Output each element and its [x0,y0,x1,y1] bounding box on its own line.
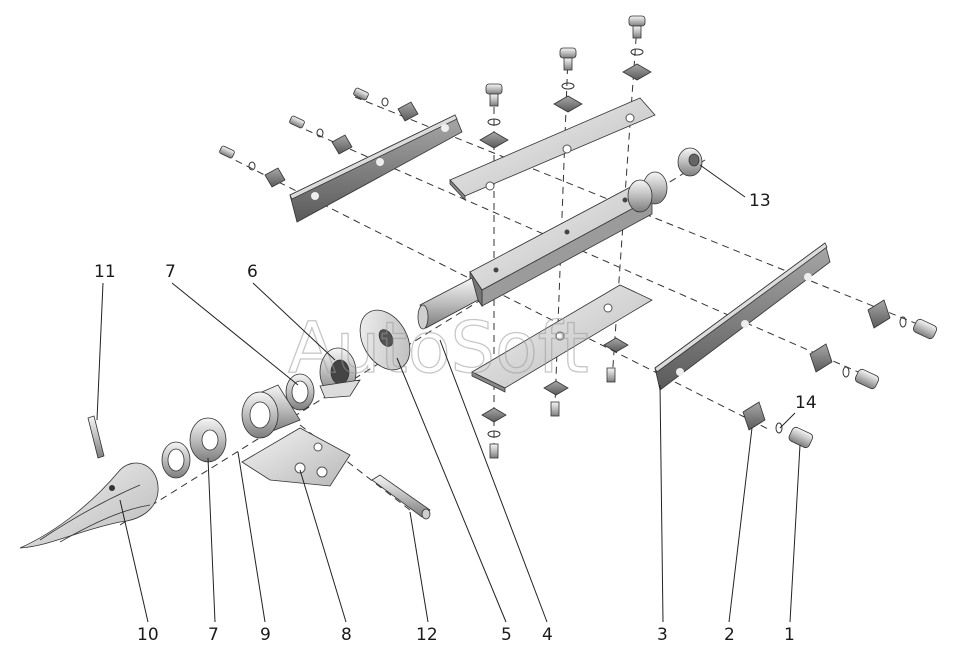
right-fastener-set [742,299,938,448]
callout-11: 11 [94,262,116,282]
callout-1: 1 [784,625,795,645]
upper-plate [449,97,656,202]
callout-13: 13 [749,191,771,211]
callout-4: 4 [542,625,553,645]
callout-labels: 1 2 3 4 5 6 7 7 8 9 10 11 12 13 14 [94,191,817,645]
callout-7-upper: 7 [165,262,176,282]
ring-7-lower [161,441,191,479]
top-fastener-set [479,15,652,149]
callout-14: 14 [795,393,817,413]
pin-11 [87,415,105,459]
callout-3: 3 [657,625,668,645]
rear-mounting-strip [289,114,463,223]
housing-cylinder [241,384,301,439]
callout-9: 9 [260,625,271,645]
callout-12: 12 [416,625,438,645]
auger-tip-10 [19,462,159,549]
callout-5: 5 [501,625,512,645]
leader-lines [96,164,801,623]
lower-plate [471,284,653,393]
callout-6: 6 [247,262,258,282]
rear-fastener-set [219,87,419,188]
square-shaft [417,171,668,330]
bracket-8 [241,427,351,487]
watermark: AutoSoft [288,307,589,389]
callout-7-lower: 7 [208,625,219,645]
bearing-6 [319,347,361,399]
pin-12 [371,474,431,520]
collar-9 [189,417,227,463]
callout-2: 2 [724,625,735,645]
bottom-fastener-set [481,337,629,459]
ring-7-upper [285,373,315,411]
front-long-strip [654,242,831,391]
callout-10: 10 [137,625,159,645]
coupling-13 [677,147,703,177]
callout-8: 8 [341,625,352,645]
